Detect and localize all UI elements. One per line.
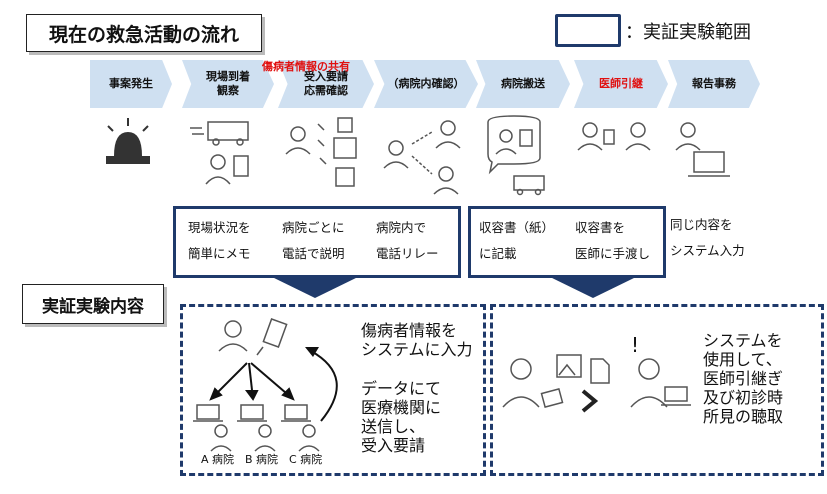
doctor-icon-c <box>299 425 319 451</box>
current-process-box-1: 現場状況を簡単にメモ 病院ごとに電話で説明 病院内で電話リレー <box>173 206 461 278</box>
experiment-box-left: A 病院 B 病院 C 病院 傷病者情報をシステムに入力 データにて医療機関に送… <box>180 304 486 476</box>
handover-icon <box>578 123 650 150</box>
desc-text: 同じ内容を <box>670 212 745 238</box>
step-transport: 病院搬送 <box>476 60 570 108</box>
computer-icon-a <box>193 405 223 421</box>
step-arrival: 現場到着 観察 <box>182 60 274 108</box>
desc-text: 病院内で <box>376 215 439 241</box>
computer-icon <box>661 387 691 405</box>
experiment-box-right: ! システムを使用して、医師引継ぎ及び初診時所見の聴取 <box>490 304 824 476</box>
section-title: 実証実験内容 <box>22 284 164 324</box>
report-icon <box>676 123 730 176</box>
exp-left-text-2: データにて医療機関に送信し、受入要請 <box>361 379 441 455</box>
hospital-label-b: B 病院 <box>245 451 278 467</box>
hospital-label-a: A 病院 <box>201 451 234 467</box>
desc-text: システム入力 <box>670 238 745 264</box>
paramedic-icon <box>503 359 539 407</box>
legend-swatch <box>555 14 621 47</box>
curved-arrow <box>301 337 361 427</box>
step-hospital-check: （病院内確認） <box>374 60 478 108</box>
siren-icon <box>106 118 150 164</box>
exp-left-text-1: 傷病者情報をシステムに入力 <box>361 321 473 359</box>
doctor-icon <box>631 359 667 407</box>
transport-icon <box>488 116 544 195</box>
ambulance-observe-icon <box>190 122 248 184</box>
step-incident: 事案発生 <box>90 60 172 108</box>
image-icon <box>557 355 581 377</box>
step-report: 報告事務 <box>668 60 760 108</box>
info-share-note: 傷病者情報の共有 <box>262 58 350 74</box>
paramedic-icon <box>219 321 247 351</box>
desc-text: 医師に手渡し <box>575 241 650 267</box>
desc-text: 電話リレー <box>376 241 439 267</box>
down-arrow-left <box>270 276 360 298</box>
chevron-right-icon <box>583 391 595 411</box>
handover-system-diagram <box>499 347 699 427</box>
doctor-icon-b <box>255 425 275 451</box>
current-process-box-2: 収容書（紙）に記載 収容書を医師に手渡し <box>468 206 666 278</box>
desc-text: 現場状況を <box>188 215 251 241</box>
desc-text: に記載 <box>479 241 554 267</box>
desc-outside: 同じ内容をシステム入力 <box>670 212 745 264</box>
desc-text: 電話で説明 <box>282 241 345 267</box>
down-arrow-right <box>548 276 638 298</box>
hospital-relay-icon <box>384 121 460 194</box>
process-flow: 事案発生 現場到着 観察 受入要請 応需確認 （病院内確認） 病院搬送 医師引継… <box>90 60 790 110</box>
desc-text: 病院ごとに <box>282 215 345 241</box>
legend-label: ：実証実験範囲 <box>625 18 751 44</box>
doctor-icon-a <box>211 425 231 451</box>
hospital-label-c: C 病院 <box>289 451 322 467</box>
tablet-icon <box>263 319 286 347</box>
tablet-icon <box>541 389 562 407</box>
document-icon <box>591 359 609 383</box>
computer-icon-b <box>237 405 267 421</box>
page-title: 現在の救急活動の流れ <box>26 14 262 52</box>
exp-right-text: システムを使用して、医師引継ぎ及び初診時所見の聴取 <box>703 331 783 426</box>
exclaim-mark: ! <box>631 333 639 357</box>
process-icons <box>90 114 790 200</box>
desc-text: 簡単にメモ <box>188 241 251 267</box>
phone-request-icon <box>286 118 356 186</box>
desc-text: 収容書を <box>575 215 650 241</box>
step-handover: 医師引継 <box>574 60 668 108</box>
desc-text: 収容書（紙） <box>479 215 554 241</box>
